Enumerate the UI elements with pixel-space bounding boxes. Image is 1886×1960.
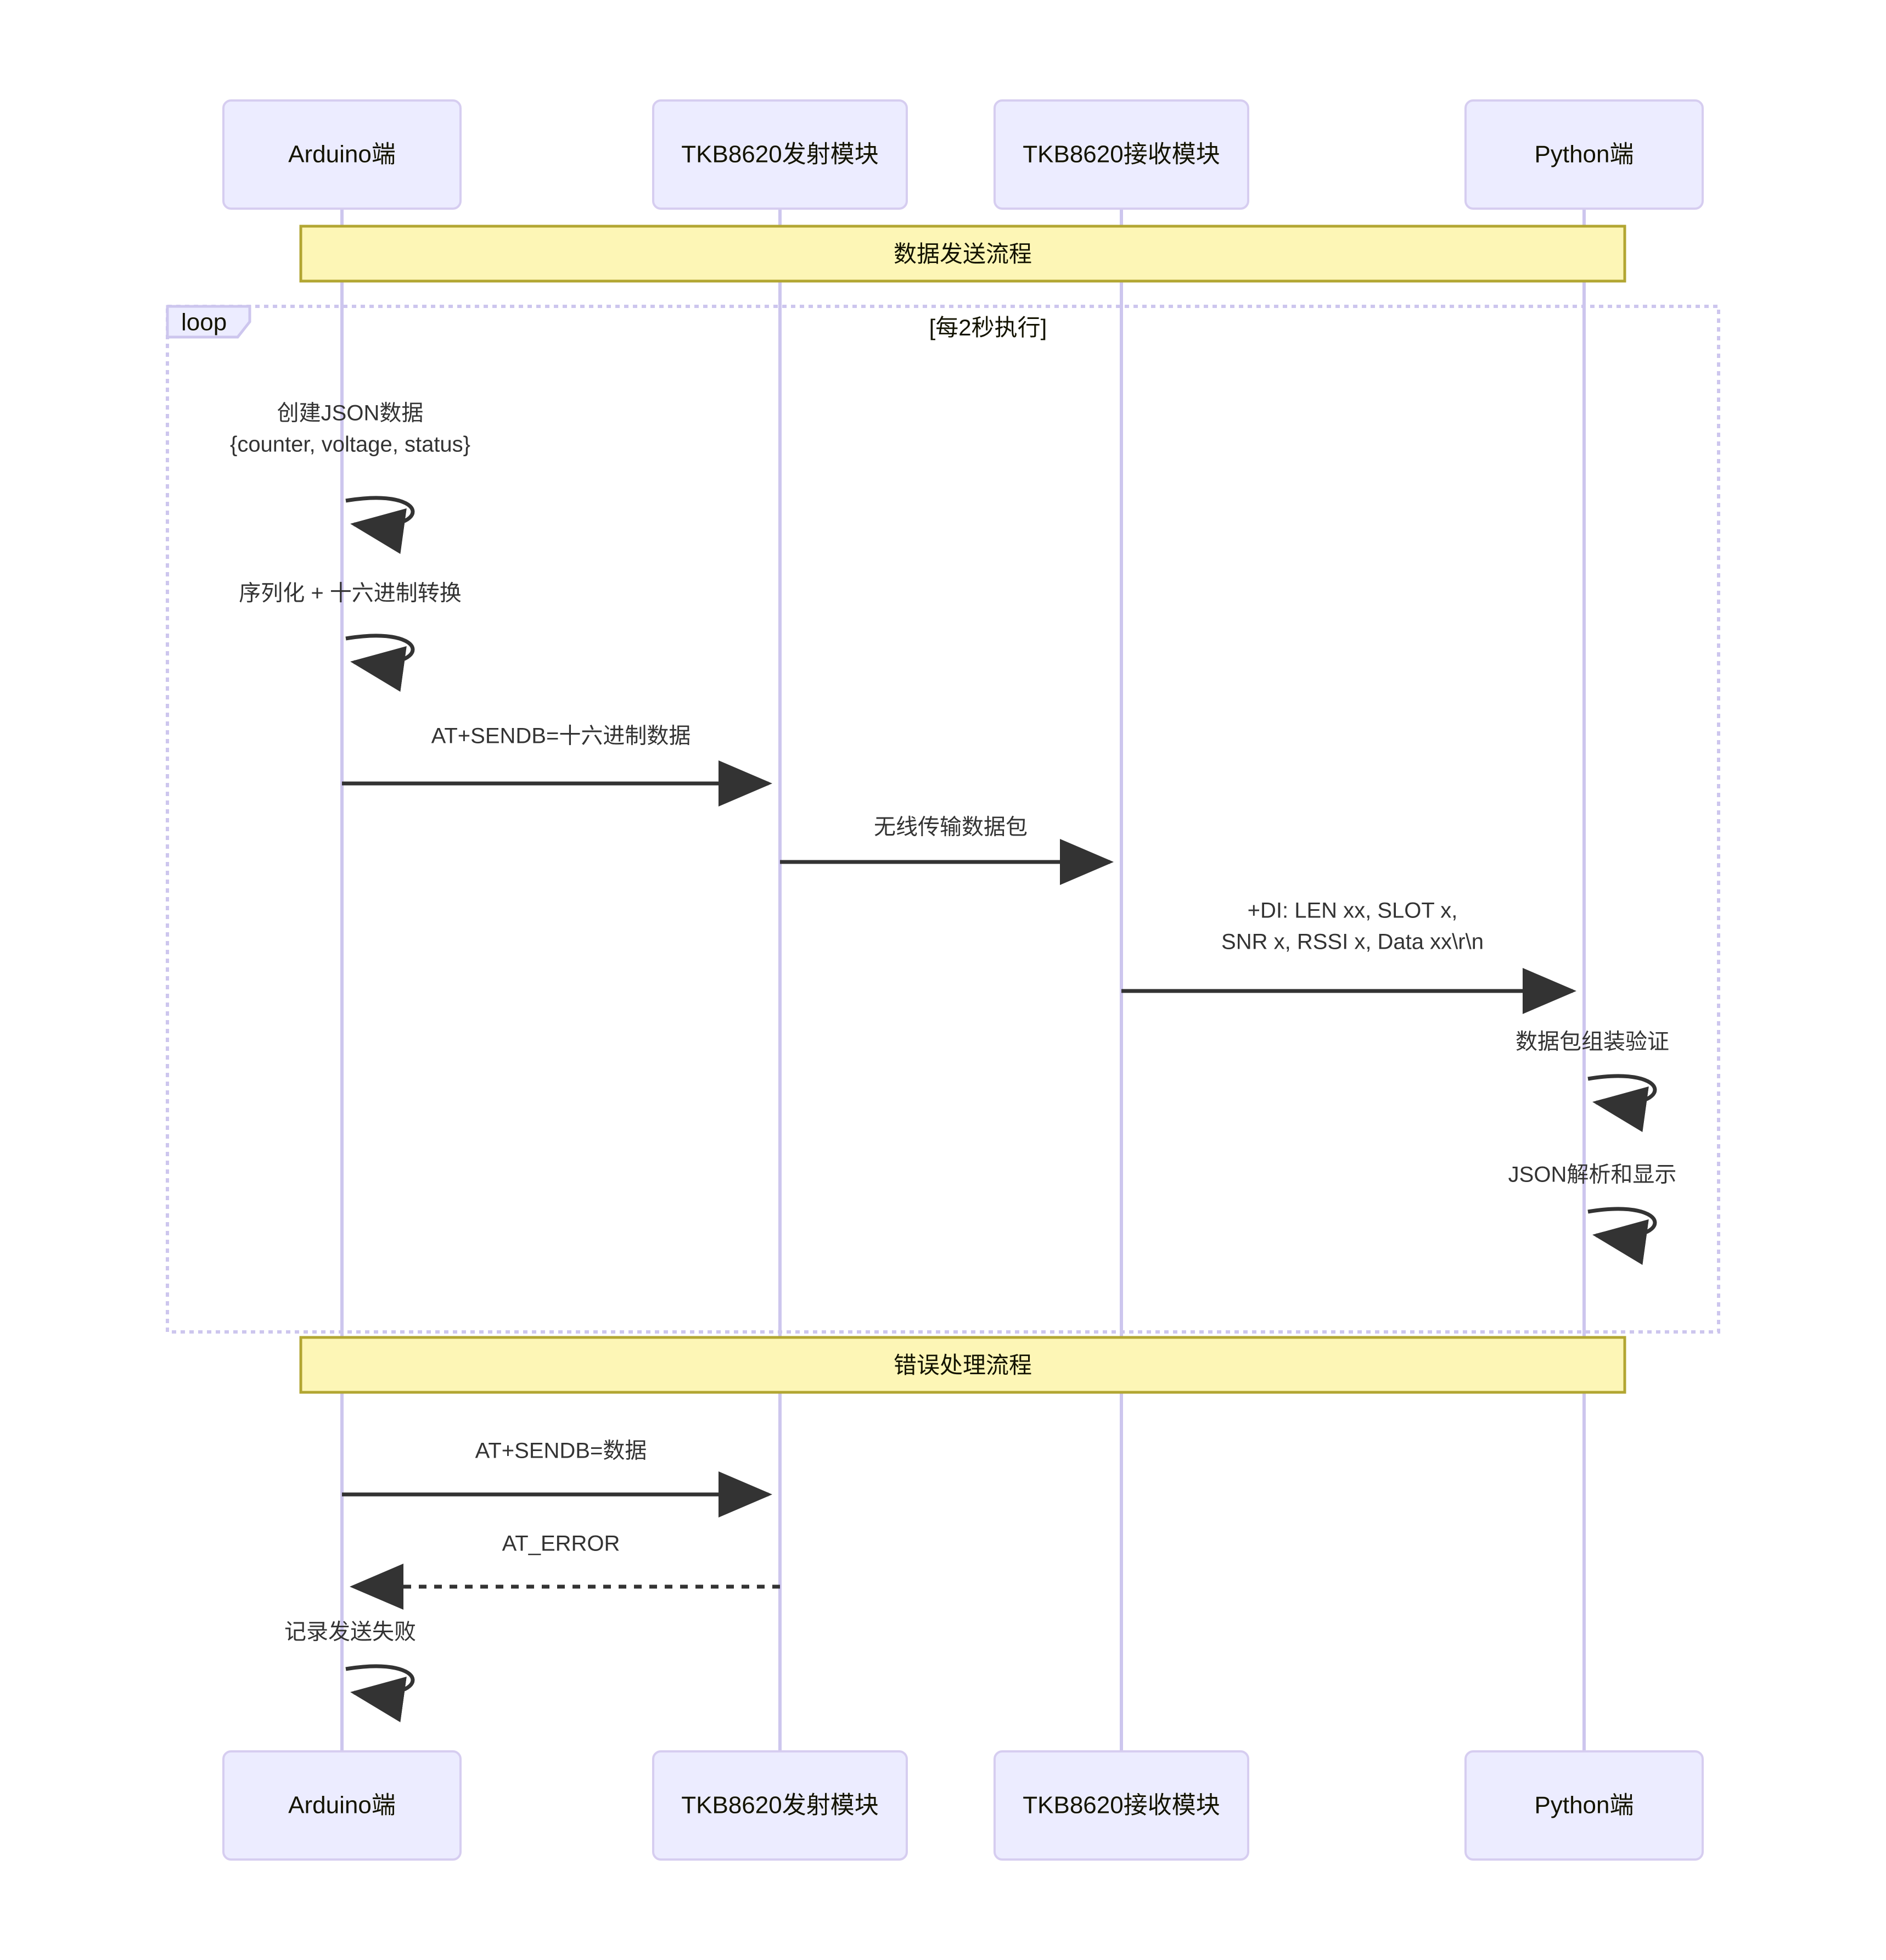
message-m3-line1: AT+SENDB=十六进制数据 — [431, 724, 691, 748]
loop-tag-shape — [166, 305, 251, 339]
note-rect-send-flow — [299, 225, 1626, 283]
message-m2-self-arrow — [345, 634, 415, 692]
message-m2: 序列化 + 十六进制转换 — [239, 581, 462, 692]
participant-label-tx-bottom: TKB8620发射模块 — [681, 1792, 878, 1819]
message-m10-line1: 记录发送失败 — [284, 1620, 416, 1644]
message-m5: +DI: LEN xx, SLOT x, SNR x, RSSI x, Data… — [1121, 899, 1576, 1014]
note-send-flow: 数据发送流程 — [299, 225, 1626, 283]
message-m5-line1: +DI: LEN xx, SLOT x, — [1248, 899, 1458, 923]
message-m7: JSON解析和显示 — [1508, 1163, 1677, 1265]
participant-box-rx-bottom[interactable]: TKB8620接收模块 — [993, 1750, 1249, 1861]
participant-box-python-bottom[interactable]: Python端 — [1464, 1750, 1704, 1861]
participant-label-arduino-bottom: Arduino端 — [288, 1792, 396, 1819]
loop-frame-rect — [166, 305, 1720, 1334]
note-label-send-flow: 数据发送流程 — [894, 241, 1032, 267]
message-m7-self-arrow — [1587, 1207, 1657, 1265]
loop-condition-label: [每2秒执行] — [929, 315, 1047, 340]
loop-tag-label: loop — [181, 309, 227, 336]
participant-label-arduino-top: Arduino端 — [288, 141, 396, 168]
participant-box-tx-bottom[interactable]: TKB8620发射模块 — [652, 1750, 908, 1861]
participant-label-rx-top: TKB8620接收模块 — [1023, 141, 1220, 168]
message-m6: 数据包组装验证 — [1515, 1030, 1669, 1132]
message-m6-self-arrow — [1587, 1074, 1657, 1132]
message-m4: 无线传输数据包 — [780, 815, 1114, 885]
message-m1-self-arrow — [345, 496, 415, 554]
message-m7-line1: JSON解析和显示 — [1508, 1163, 1677, 1187]
participant-label-python-bottom: Python端 — [1535, 1792, 1634, 1819]
participant-rect-arduino-top — [222, 99, 462, 210]
participant-rect-rx-bottom — [993, 1750, 1249, 1861]
participant-box-arduino-top[interactable]: Arduino端 — [222, 99, 462, 210]
message-m3: AT+SENDB=十六进制数据 — [342, 724, 772, 807]
message-m9-line1: AT_ERROR — [502, 1532, 620, 1556]
participant-rect-python-top — [1464, 99, 1704, 210]
message-m10: 记录发送失败 — [284, 1620, 416, 1722]
lifelines-group — [340, 209, 1586, 1751]
message-m1: 创建JSON数据 {counter, voltage, status} — [230, 401, 470, 554]
participant-rect-tx-top — [652, 99, 908, 210]
participant-rect-arduino-bottom — [222, 1750, 462, 1861]
participant-box-rx-top[interactable]: TKB8620接收模块 — [993, 99, 1249, 210]
message-m10-self-arrow — [345, 1664, 415, 1722]
participant-rect-python-bottom — [1464, 1750, 1704, 1861]
message-m2-line1: 序列化 + 十六进制转换 — [239, 581, 462, 606]
message-m8-line1: AT+SENDB=数据 — [475, 1439, 647, 1463]
message-m1-line2: {counter, voltage, status} — [230, 433, 470, 457]
note-label-error-flow: 错误处理流程 — [894, 1352, 1032, 1378]
loop-frame-group: loop [每2秒执行] — [166, 305, 1720, 1334]
participant-label-tx-top: TKB8620发射模块 — [681, 141, 878, 168]
note-error-flow: 错误处理流程 — [299, 1336, 1626, 1394]
message-m9: AT_ERROR — [350, 1532, 780, 1610]
message-m4-line1: 无线传输数据包 — [874, 815, 1028, 839]
participant-rect-rx-top — [993, 99, 1249, 210]
participant-rect-tx-bottom — [652, 1750, 908, 1861]
participant-box-tx-top[interactable]: TKB8620发射模块 — [652, 99, 908, 210]
participant-box-python-top[interactable]: Python端 — [1464, 99, 1704, 210]
message-m1-line1: 创建JSON数据 — [277, 401, 424, 425]
note-rect-error-flow — [299, 1336, 1626, 1394]
participant-label-rx-bottom: TKB8620接收模块 — [1023, 1792, 1220, 1819]
participant-label-python-top: Python端 — [1535, 141, 1634, 168]
participant-box-arduino-bottom[interactable]: Arduino端 — [222, 1750, 462, 1861]
message-m5-line2: SNR x, RSSI x, Data xx\r\n — [1221, 930, 1484, 954]
message-m6-line1: 数据包组装验证 — [1515, 1030, 1669, 1054]
message-m8: AT+SENDB=数据 — [342, 1439, 772, 1517]
